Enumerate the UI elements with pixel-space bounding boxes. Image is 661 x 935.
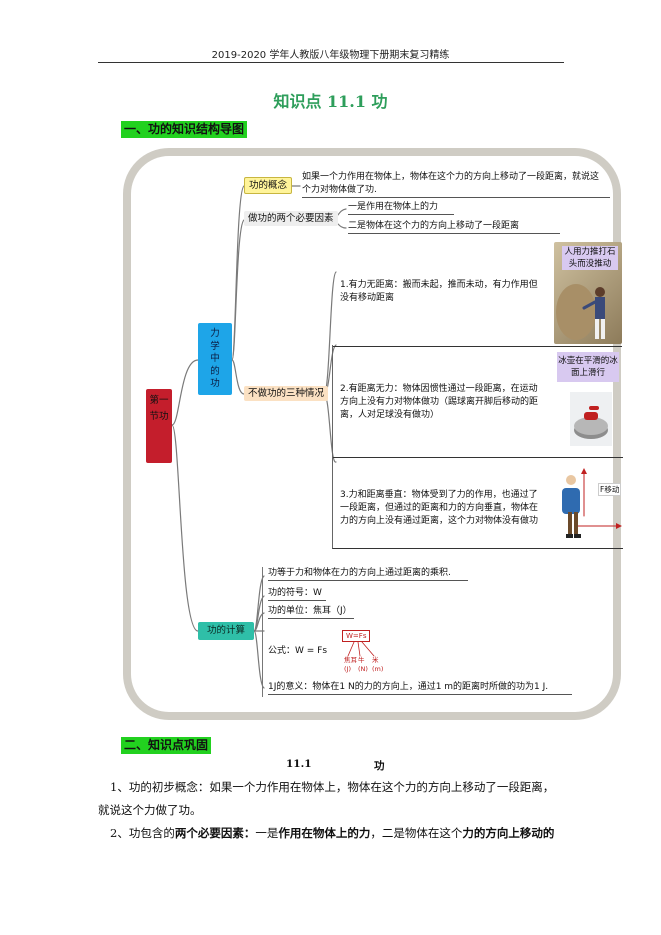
case-three-force-label: F移动 — [598, 483, 622, 496]
case-three-box — [332, 456, 623, 549]
formula-label-newton: 牛 — [358, 656, 365, 664]
formula-arrows — [347, 641, 375, 657]
page-title: 知识点 11.1 功 — [273, 92, 388, 111]
calc-symbol: 功的符号：W — [268, 587, 326, 601]
para-one-line-2: 就说这个力做了功。 — [98, 803, 202, 817]
para-two-prefix: 2、功包含的 — [110, 826, 175, 840]
case-three-text-line-2: 一段距离，但通过的距离和力的方向垂直，物体在 — [340, 503, 539, 513]
case-one-photo-caption: 人用力推打石头而没推动 — [562, 246, 618, 270]
case-two-text-line-2: 方向上没有力对物体做功（踢球离开脚后移动的距 — [340, 397, 539, 407]
curling-stone-icon — [570, 392, 612, 446]
calc-unit: 功的单位：焦耳（J） — [268, 605, 354, 619]
para-two-line-1: 2、功包含的两个必要因素：一是作用在物体上的力，二是物体在这个力的方向上移动的 — [110, 822, 580, 844]
case-two-box — [332, 345, 623, 458]
case-two-photo-caption: 冰壶在平滑的冰面上滑行 — [557, 352, 619, 382]
formula-box: W=Fs — [342, 630, 371, 642]
curling-stone-photo — [570, 392, 612, 446]
root-node-section-work: 第一节功 — [146, 389, 172, 463]
formula-label-meter: 米 — [372, 656, 379, 664]
para-one-line-1: 1、功的初步概念：如果一个力作用在物体上，物体在这个力的方向上移动了一段距离， — [110, 780, 555, 794]
section-heading-structure: 一、功的知识结构导图 — [121, 121, 248, 138]
formula-unit-n: (N) — [358, 665, 368, 673]
concept-text-line-1: 如果一个力作用在物体上，物体在这个力的方向上移动了一段距离，就说这 — [302, 172, 600, 182]
node-two-factors: 做功的两个必要因素 — [244, 211, 338, 226]
person-pushing-rock-icon — [556, 284, 605, 340]
header-divider — [98, 62, 564, 63]
case-one-box — [332, 238, 622, 347]
case-three-text-line-3: 力的方向上没有通过距离，这个力对物体没有做功 — [340, 516, 539, 526]
page-header: 2019-2020 学年人教版八年级物理下册期末复习精练 — [211, 50, 450, 61]
branch-node-work-calculation: 功的计算 — [198, 622, 254, 640]
case-two-text-line-3: 离，人对足球没有做功） — [340, 410, 440, 420]
subhead-name: 功 — [374, 760, 385, 772]
node-work-concept: 功的概念 — [244, 177, 293, 194]
case-two-text-line-1: 2.有距离无力：物体因惯性通过一段距离，在运动 — [340, 384, 538, 394]
node-three-no-work-cases: 不做功的三种情况 — [244, 386, 329, 401]
mindmap-canvas — [131, 156, 613, 712]
calc-bracket — [262, 567, 264, 697]
case-three-text-line-1: 3.力和距离垂直：物体受到了力的作用，也通过了 — [340, 490, 538, 500]
case-three-illustration — [556, 466, 622, 546]
subhead-number: 11.1 — [286, 758, 312, 770]
para-two-bold-factors: 两个必要因素： — [174, 826, 256, 840]
calc-definition: 功等于力和物体在力的方向上通过距离的乘积. — [268, 567, 468, 581]
formula-unit-j: (J) — [344, 665, 351, 673]
section-heading-consolidation: 二、知识点巩固 — [121, 737, 212, 754]
factor-two-text: 二是物体在这个力的方向上移动了一段距离 — [348, 220, 560, 234]
formula-label-joule: 焦耳 — [344, 656, 357, 664]
calc-one-joule-meaning: 1J的意义：物体在1 N的力的方向上，通过1 m的距离时所做的功为1 J. — [268, 681, 572, 695]
para-two-text-2: ，二是物体在这个 — [370, 826, 463, 840]
case-one-text-line-2: 没有移动距离 — [340, 293, 395, 303]
student-carrying-backpack-icon — [562, 468, 622, 538]
factor-one-text: 一是作用在物体上的力 — [348, 201, 454, 215]
para-two-bold-force: 作用在物体上的力 — [278, 826, 371, 840]
branch-node-mechanical-work: 力学中的功 — [198, 323, 232, 395]
calc-formula: 公式：W = Fs — [268, 646, 328, 656]
formula-unit-m: (m) — [372, 665, 384, 673]
para-two-text-1: 一是 — [255, 826, 279, 840]
concept-text-line-2: 个力对物体做了功. — [302, 184, 610, 198]
case-one-text-line-1: 1.有力无距离：搬而未起，推而未动，有力作用但 — [340, 280, 538, 290]
para-two-bold-direction: 力的方向上移动的 — [462, 826, 555, 840]
